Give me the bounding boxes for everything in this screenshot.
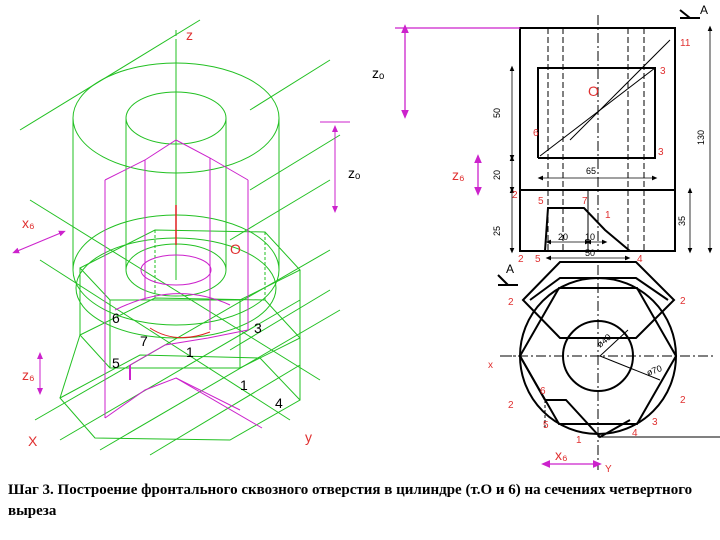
front-point-5b-label: 5: [535, 254, 541, 265]
iso-zo-lower-label: zₒ: [348, 165, 360, 181]
front-dim-20: 20: [492, 170, 502, 180]
top-point-6-label: 6: [540, 386, 546, 397]
top-point-3-label: 3: [652, 417, 658, 428]
iso-point-6-label: 6: [112, 310, 120, 326]
front-point-2-label: 2: [512, 190, 518, 201]
front-point-11-label: 11: [680, 38, 691, 49]
front-dim-50v: 50: [492, 108, 502, 118]
front-dim-50h: 50: [585, 248, 595, 258]
front-point-7-label: 7: [582, 196, 588, 207]
top-point-2tl-label: 2: [508, 297, 514, 308]
front-dim-20h: 20: [558, 232, 568, 242]
front-point-2b-label: 2: [518, 254, 524, 265]
iso-point-4-label: 4: [275, 395, 283, 411]
front-view: A 11 3 O 6 3 z₆ 2 5 7 1 2 5 4 50 130 20 …: [395, 3, 713, 265]
iso-x-label: X: [28, 433, 38, 449]
front-z6-label: z₆: [452, 167, 465, 183]
top-point-1-label: 1: [576, 435, 582, 446]
iso-z6-label: z₆: [22, 367, 35, 383]
top-point-5-label: 5: [543, 420, 549, 431]
top-section-a-label: A: [506, 262, 514, 276]
iso-point-5-label: 5: [112, 355, 120, 371]
top-point-2l-label: 2: [508, 400, 514, 411]
top-dim-d70: ø70: [645, 363, 663, 378]
top-axis-x-label: x: [488, 360, 493, 371]
iso-zo-upper-label: zₒ: [372, 65, 384, 81]
top-axis-y-label: Y: [605, 464, 612, 475]
front-dim-65: 65: [586, 166, 596, 176]
iso-axis-z-label: z: [186, 27, 193, 43]
iso-y-label: y: [305, 429, 312, 445]
iso-dimensions: [12, 121, 350, 395]
hex-prism: [19, 19, 341, 456]
front-point-3b-label: 3: [658, 147, 664, 158]
front-dim-10: 10: [585, 232, 595, 242]
front-dim-25: 25: [492, 226, 502, 236]
top-point-2tr-label: 2: [680, 296, 686, 307]
top-x6-label: x₆: [555, 447, 568, 463]
front-point-1-label: 1: [605, 210, 611, 221]
iso-point-1b-label: 1: [240, 377, 248, 393]
front-dim-130: 130: [696, 130, 706, 145]
iso-point-1a-label: 1: [186, 344, 194, 360]
iso-point-3-label: 3: [254, 320, 262, 336]
top-view: A 2 2 x ø40 ø70 6 2 2 5 3 1 4 x₆ Y: [488, 261, 720, 475]
iso-point-o-label: O: [230, 241, 241, 257]
iso-x6-label: x₆: [22, 215, 35, 231]
iso-point-7-label: 7: [140, 333, 148, 349]
front-point-5-label: 5: [538, 196, 544, 207]
figure-caption: Шаг 3. Построение фронтального сквозного…: [8, 482, 693, 519]
quarter-cut: [104, 139, 263, 429]
front-point-6-label: 6: [533, 128, 539, 139]
isometric-view: z zₒ zₒ x₆ O z₆ X y 6 7 5 1 1 3 4: [12, 19, 384, 456]
top-point-2r-label: 2: [680, 395, 686, 406]
front-point-3a-label: 3: [660, 66, 666, 77]
front-section-a-label: A: [700, 3, 708, 17]
top-point-4-label: 4: [632, 428, 638, 439]
front-dim-35: 35: [677, 216, 687, 226]
front-point-4-label: 4: [637, 254, 643, 265]
front-point-o-label: O: [588, 83, 599, 99]
